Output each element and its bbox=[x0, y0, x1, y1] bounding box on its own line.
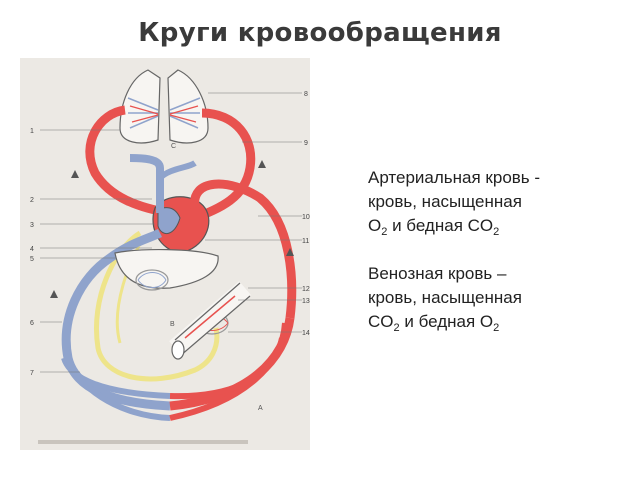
arterial-line-1: Артериальная кровь - bbox=[368, 168, 541, 187]
venous-line-1: Венозная кровь – bbox=[368, 264, 507, 283]
label-10: 10 bbox=[302, 214, 310, 221]
venous-blood-definition: Венозная кровь – кровь, насыщенная CO2 и… bbox=[368, 262, 628, 334]
caption-strip bbox=[38, 440, 248, 444]
aorta bbox=[190, 179, 297, 319]
flow-arrow bbox=[71, 170, 79, 178]
letter-b: В bbox=[170, 321, 175, 328]
circulation-diagram: 1 2 3 4 5 6 7 8 9 10 11 12 13 14 С В А bbox=[20, 58, 310, 450]
venous-line-2: кровь, насыщенная bbox=[368, 288, 522, 307]
label-13: 13 bbox=[302, 298, 310, 305]
slide-title: Круги кровообращения bbox=[138, 18, 502, 48]
vena-cava-inferior bbox=[61, 228, 171, 411]
liver-capillaries bbox=[135, 269, 169, 291]
label-9: 9 bbox=[304, 140, 308, 147]
right-labels: 8 9 10 11 12 13 14 bbox=[205, 91, 310, 337]
label-1: 1 bbox=[30, 128, 34, 135]
liver bbox=[114, 248, 219, 289]
left-labels: 1 2 3 4 5 6 7 bbox=[30, 128, 155, 377]
letter-c: С bbox=[171, 143, 176, 150]
label-5: 5 bbox=[30, 256, 34, 263]
letter-a: А bbox=[258, 405, 263, 412]
label-3: 3 bbox=[30, 222, 34, 229]
lymph-vessel bbox=[94, 230, 220, 382]
vena-cava-superior bbox=[129, 154, 164, 213]
label-2: 2 bbox=[30, 197, 34, 204]
venous-line-3: CO2 и бедная O2 bbox=[368, 312, 500, 334]
right-lung bbox=[167, 69, 209, 144]
label-7: 7 bbox=[30, 370, 34, 377]
arterial-blood-definition: Артериальная кровь - кровь, насыщенная O… bbox=[368, 166, 628, 238]
label-14: 14 bbox=[302, 330, 310, 337]
label-6: 6 bbox=[30, 320, 34, 327]
arterial-line-3: O2 и бедная CO2 bbox=[368, 216, 500, 238]
left-lung bbox=[119, 69, 161, 144]
label-4: 4 bbox=[30, 246, 34, 253]
pulmonary-vein bbox=[193, 108, 256, 223]
arterial-line-2: кровь, насыщенная bbox=[368, 192, 522, 211]
label-11: 11 bbox=[302, 238, 309, 245]
pulmonary-artery bbox=[85, 105, 171, 218]
label-8: 8 bbox=[304, 91, 308, 98]
label-12: 12 bbox=[302, 286, 310, 293]
